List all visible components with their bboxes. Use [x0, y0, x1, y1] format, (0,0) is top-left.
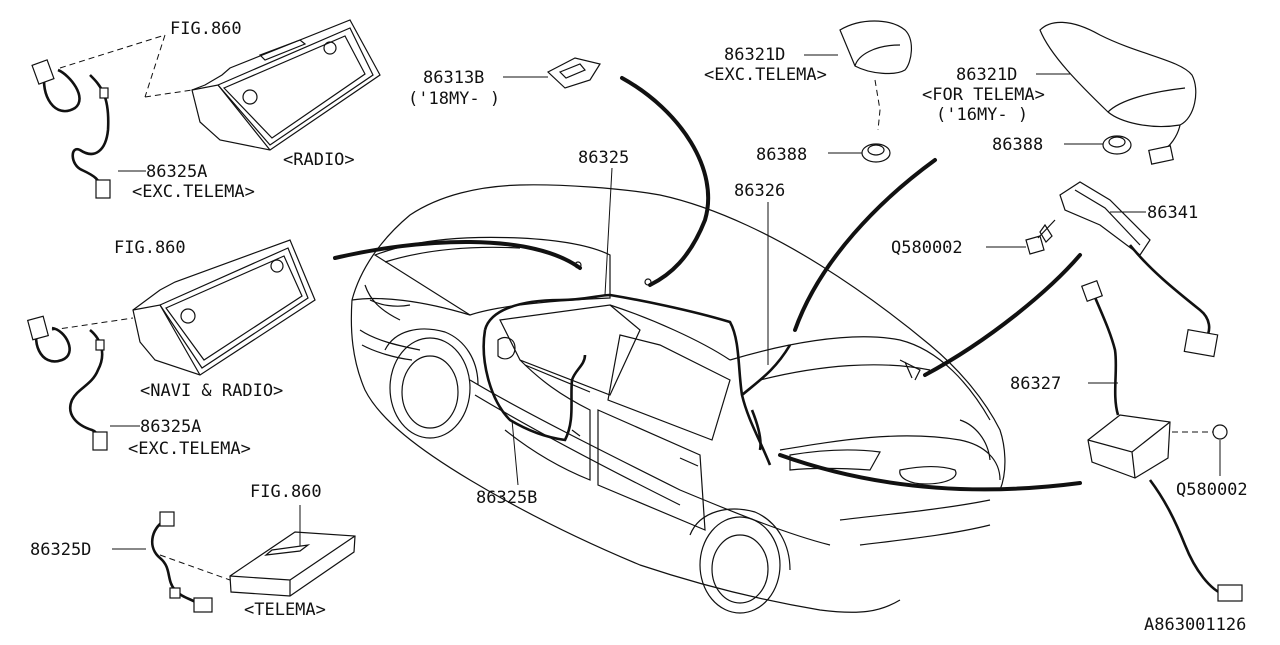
car-body: [350, 184, 1006, 614]
label-16my: ('16MY- ): [936, 105, 1028, 125]
navi-radio-unit: [132, 239, 316, 376]
radio-unit: [191, 19, 381, 151]
antenna-cable-86327: [778, 453, 1082, 492]
label-86321D-exc: 86321D: [724, 45, 785, 65]
label-86325B: 86325B: [476, 488, 537, 508]
label-86327: 86327: [1010, 374, 1061, 394]
antenna-cable-86326: [793, 158, 937, 332]
harness-86325A-navi: [26, 315, 134, 451]
label-exc-telema-navi: <EXC.TELEMA>: [128, 439, 251, 459]
label-Q580002-top: Q580002: [891, 238, 963, 258]
label-86321D-for: 86321D: [956, 65, 1017, 85]
antenna-86321D-for: [1039, 21, 1197, 165]
car-harness-86325: [482, 293, 792, 466]
harness-86325A-radio: [31, 34, 193, 199]
label-exc-telema-antenna: <EXC.TELEMA>: [704, 65, 827, 85]
label-86313B: 86313B: [423, 68, 484, 88]
label-Q580002-bottom: Q580002: [1176, 480, 1248, 500]
antenna-cable-86325: [620, 76, 711, 287]
label-for-telema: <FOR TELEMA>: [922, 85, 1045, 105]
label-fig860-radio: FIG.860: [170, 19, 242, 39]
amplifier-86341: [1039, 181, 1219, 358]
label-86388-exc: 86388: [756, 145, 807, 165]
diagram-code: A863001126: [1144, 615, 1246, 635]
label-fig860-navi: FIG.860: [114, 238, 186, 258]
label-18my: ('18MY- ): [408, 89, 500, 109]
label-86325: 86325: [578, 148, 629, 168]
label-86325A-radio: 86325A: [146, 162, 207, 182]
label-86326: 86326: [734, 181, 785, 201]
label-86388-for: 86388: [992, 135, 1043, 155]
label-radio: <RADIO>: [283, 150, 355, 170]
label-exc-telema-radio: <EXC.TELEMA>: [132, 182, 255, 202]
label-navi-radio: <NAVI & RADIO>: [140, 381, 283, 401]
amplifier-86327: [1080, 279, 1243, 602]
clip-86313B: [546, 57, 601, 89]
telema-unit: [229, 505, 356, 597]
label-86325D: 86325D: [30, 540, 91, 560]
antenna-cable-86341: [923, 253, 1082, 377]
harness-86325D: [151, 511, 231, 613]
label-fig860-telema: FIG.860: [250, 482, 322, 502]
label-86325A-navi: 86325A: [140, 417, 201, 437]
antenna-86321D-exc: [839, 20, 912, 163]
antenna-cable-left: [333, 239, 582, 270]
label-86341: 86341: [1147, 203, 1198, 223]
label-telema: <TELEMA>: [244, 600, 326, 620]
bolt-Q580002-top: [1025, 219, 1056, 255]
